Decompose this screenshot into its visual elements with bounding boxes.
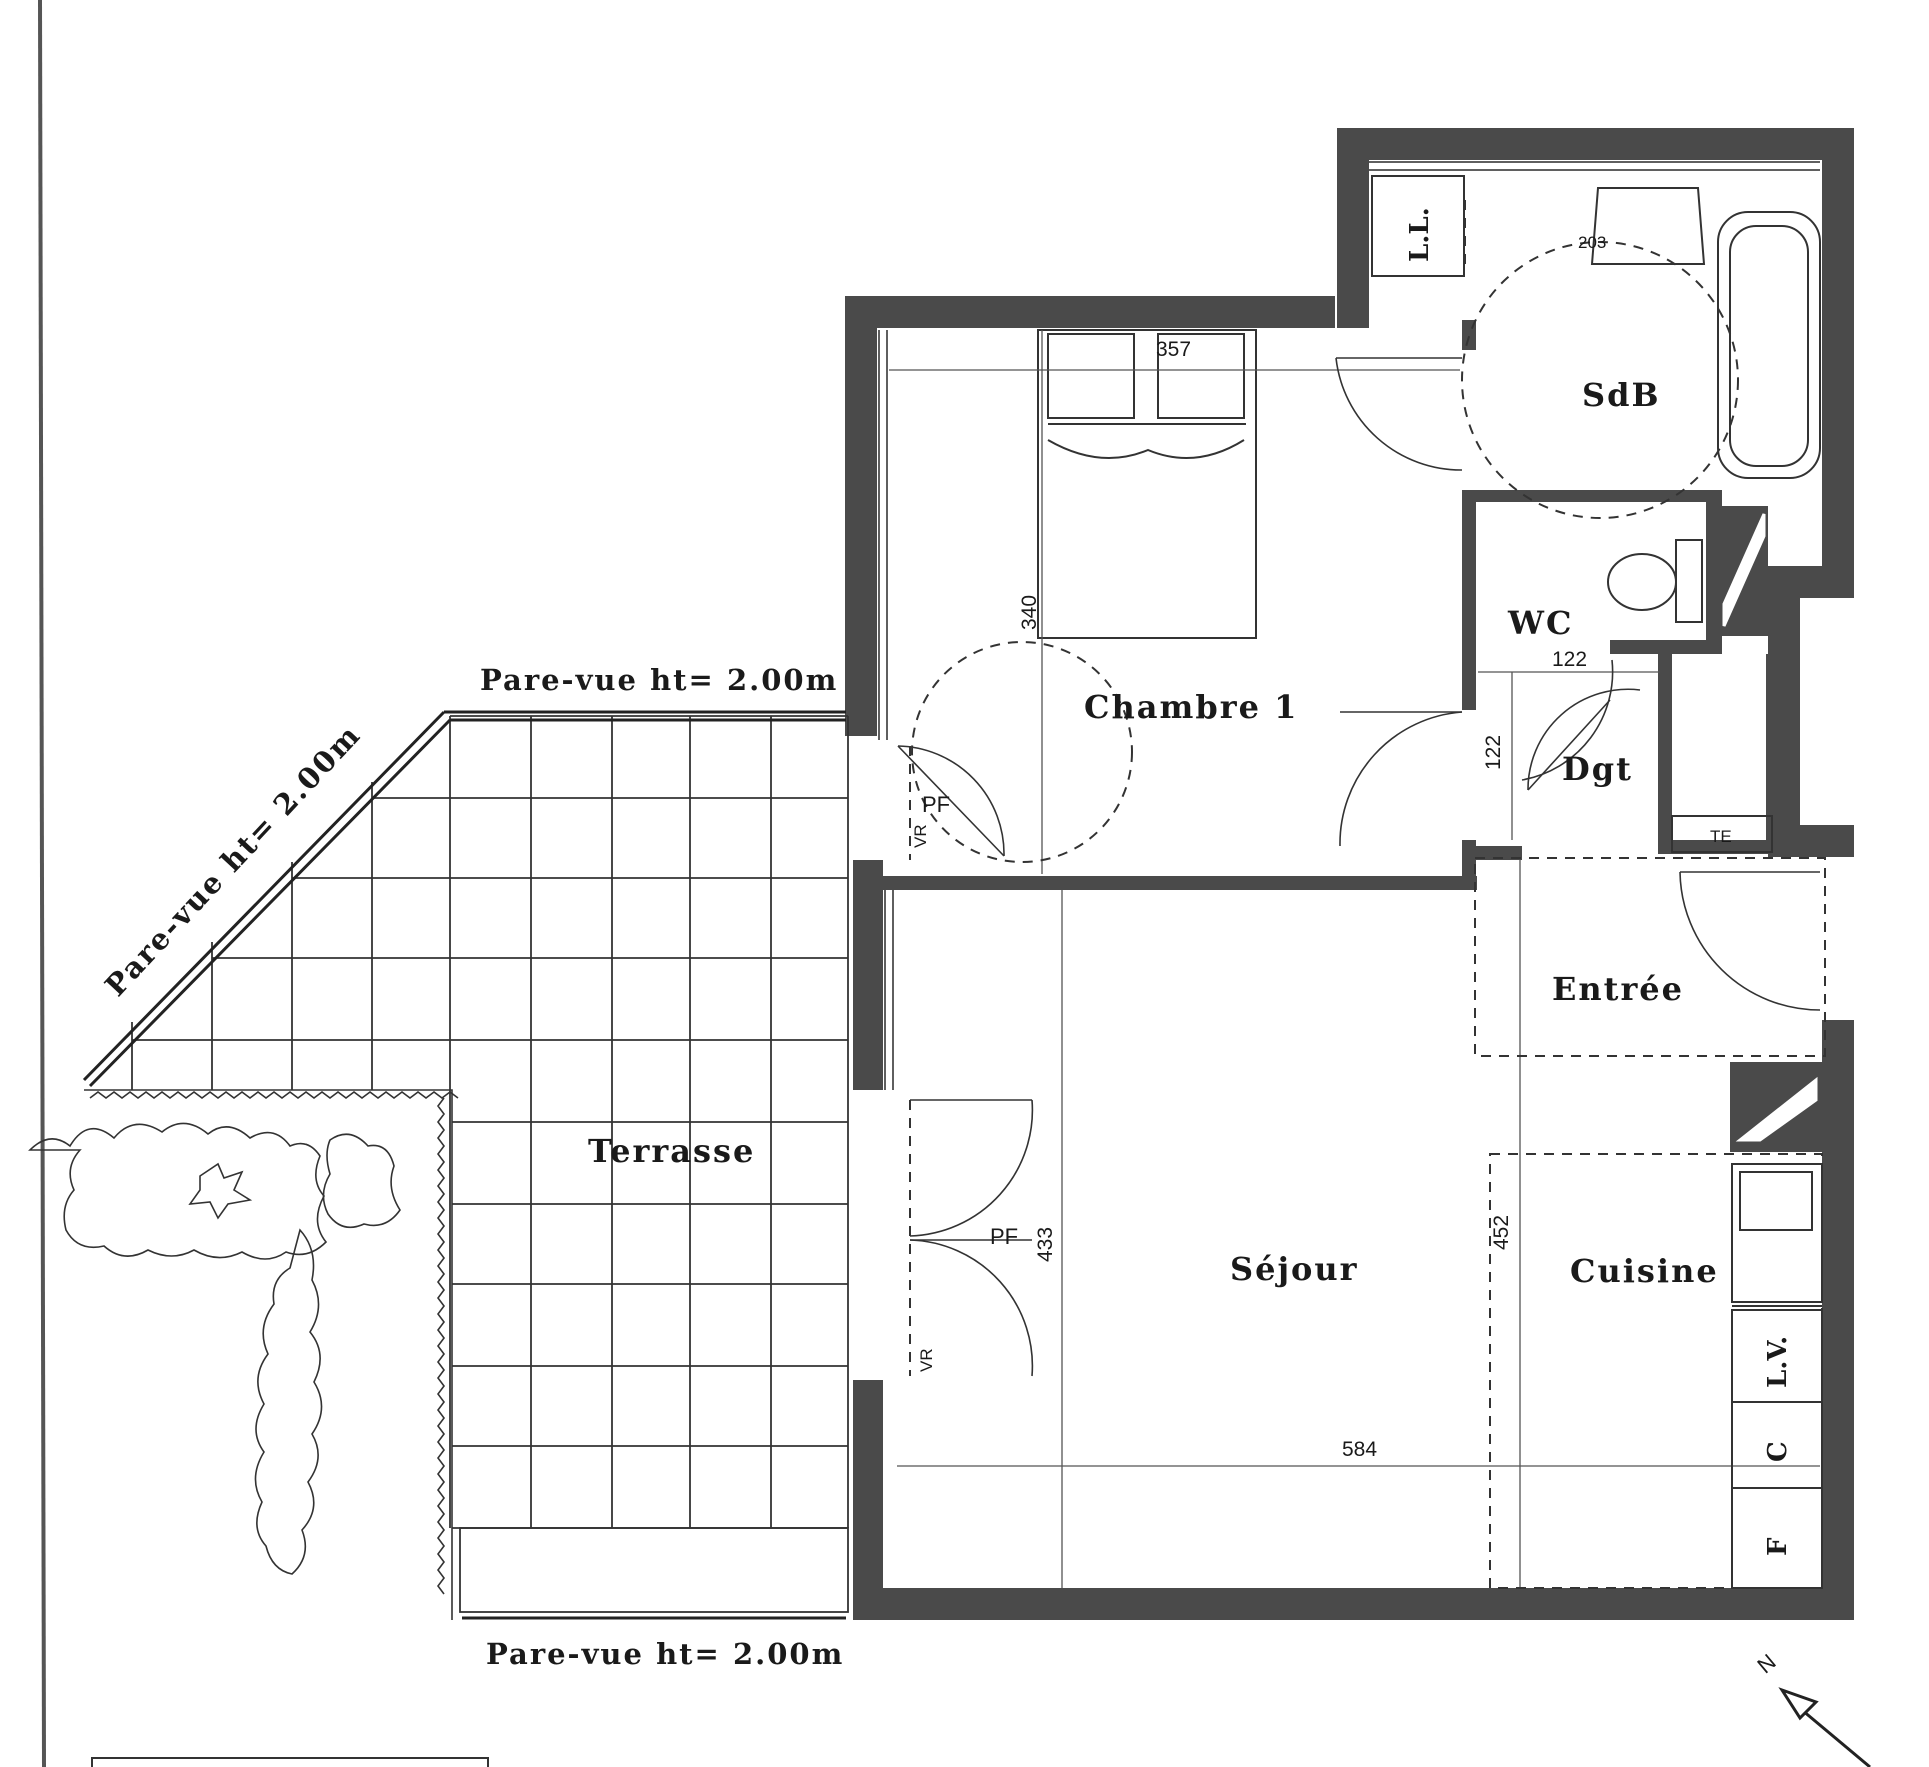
- shaft-markers: [1722, 513, 1818, 1142]
- bed: [1037, 329, 1257, 639]
- dimension-labels: 357 340 122 122 433 452 584 203: [1018, 233, 1606, 1461]
- dim-wc-width: 122: [1552, 648, 1587, 671]
- room-label-sdb: SdB: [1582, 376, 1661, 414]
- pare-vue-top-label: Pare-vue ht= 2.00m: [480, 663, 838, 697]
- page-margin-line: [38, 0, 46, 1767]
- door-labels: PF PF VR VR: [911, 792, 1018, 1372]
- vr-sejour-label: VR: [917, 1348, 936, 1372]
- room-label-wc: WC: [1507, 604, 1573, 642]
- dim-dgt-width: 122: [1482, 735, 1505, 770]
- dimension-lines: [889, 330, 1820, 1588]
- dim-cuisine-depth: 452: [1490, 1215, 1513, 1250]
- room-label-dgt: Dgt: [1562, 750, 1633, 788]
- dim-sdb-width: 203: [1578, 233, 1606, 252]
- room-label-entree: Entrée: [1552, 970, 1684, 1008]
- equipment-labels: L.L. L.V. C F TE: [1405, 207, 1793, 1556]
- dim-sejour-depth: 433: [1034, 1227, 1057, 1262]
- room-label-terrasse: Terrasse: [588, 1132, 755, 1170]
- room-label-chambre: Chambre 1: [1084, 688, 1298, 726]
- interior-walls: [877, 320, 1822, 1152]
- tableau-label: TE: [1710, 827, 1732, 846]
- dim-chambre-width: 357: [1156, 338, 1191, 361]
- door-swings: [897, 357, 1821, 1377]
- north-arrow: [1778, 1687, 1871, 1767]
- dim-sejour-width: 584: [1342, 1438, 1377, 1461]
- pare-vue-bottom-label: Pare-vue ht= 2.00m: [486, 1637, 844, 1671]
- wall-hatching: [878, 161, 1820, 1090]
- frigo-label: F: [1763, 1537, 1793, 1556]
- hedge-planting: [28, 1089, 459, 1620]
- room-label-cuisine: Cuisine: [1570, 1252, 1719, 1290]
- lave-vaisselle-label: L.V.: [1763, 1336, 1793, 1388]
- room-labels: Chambre 1 SdB WC Dgt Entrée Séjour Cuisi…: [588, 376, 1719, 1290]
- pf-chambre-label: PF: [922, 792, 950, 817]
- lave-linge-label: L.L.: [1405, 207, 1435, 262]
- bathroom-fixtures: [1371, 175, 1823, 1589]
- dim-chambre-depth: 340: [1018, 595, 1041, 630]
- outer-walls: [845, 128, 1854, 1620]
- vr-chambre-label: VR: [911, 824, 930, 848]
- legend-box-fragment: [91, 1757, 489, 1767]
- pare-vue-diagonal-label: Pare-vue ht= 2.00m: [98, 718, 367, 1003]
- room-label-sejour: Séjour: [1230, 1250, 1359, 1288]
- pf-sejour-label: PF: [990, 1224, 1018, 1249]
- privacy-screens: [82, 710, 846, 1620]
- congelateur-label: C: [1763, 1441, 1793, 1462]
- north-label: N: [1752, 1649, 1780, 1678]
- terrace-grid: [131, 715, 849, 1613]
